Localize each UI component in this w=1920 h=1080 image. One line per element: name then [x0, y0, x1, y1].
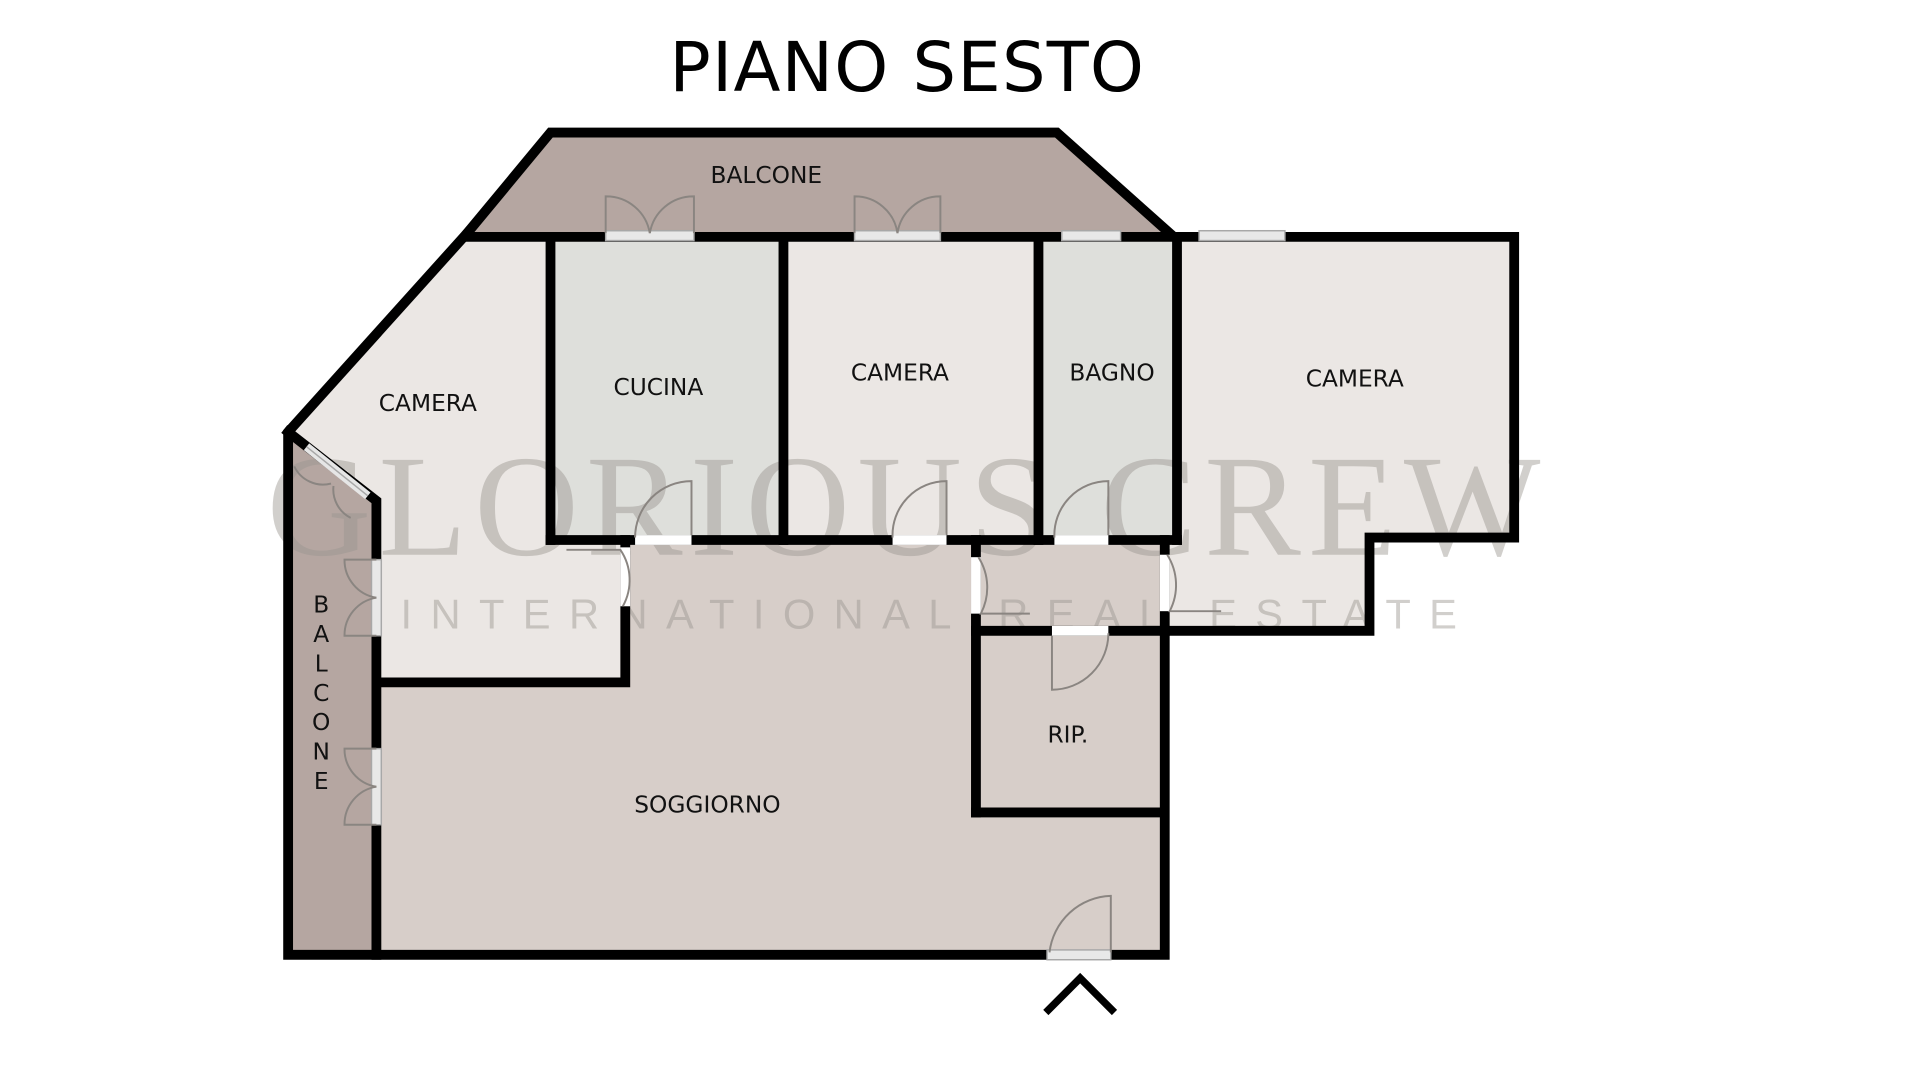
door-bagno — [1053, 480, 1110, 545]
label-soggiorno: SOGGIORNO — [634, 791, 780, 818]
door-camera-left — [566, 547, 631, 607]
window-bagno — [1061, 229, 1122, 242]
label-letter: A — [313, 621, 329, 648]
entrance-door — [1046, 894, 1112, 961]
label-ripostiglio: RIP. — [1047, 721, 1088, 748]
label-letter: N — [313, 739, 330, 766]
watermark-brand: GLORIOUS CREW — [267, 427, 1548, 587]
label-balcone-left: B A L C O N E — [312, 591, 330, 795]
french-door-cucina — [604, 195, 695, 242]
label-camera-left: CAMERA — [379, 390, 477, 417]
window-camera-left-diagonal — [293, 443, 371, 519]
door-hall-left — [971, 556, 1030, 615]
label-camera-center: CAMERA — [851, 359, 949, 386]
room-camera-right — [1164, 236, 1515, 631]
french-door-soggiorno-balcony — [343, 747, 383, 826]
room-camera-center — [783, 236, 1039, 538]
label-letter: B — [313, 591, 329, 618]
door-cucina — [634, 480, 693, 545]
label-letter: O — [312, 709, 330, 736]
room-ripostiglio — [975, 630, 1163, 813]
door-camera-center — [891, 480, 948, 545]
label-letter: E — [314, 768, 329, 795]
label-balcone-top: BALCONE — [710, 162, 822, 189]
door-camera-right — [1159, 554, 1222, 613]
entrance-arrow-icon — [1043, 972, 1118, 1016]
room-soggiorno — [380, 540, 1165, 955]
room-balcone-top — [467, 132, 1170, 234]
room-camera-left — [288, 236, 626, 683]
window-camera-right — [1198, 229, 1286, 242]
label-letter: C — [313, 680, 329, 707]
page-title: PIANO SESTO — [669, 28, 1145, 108]
door-ripostiglio — [1050, 625, 1110, 691]
label-letter: L — [315, 650, 328, 677]
french-door-camera-left-balcony — [343, 558, 383, 637]
label-bagno: BAGNO — [1069, 359, 1154, 386]
label-cucina: CUCINA — [613, 374, 703, 401]
label-camera-right: CAMERA — [1306, 366, 1404, 393]
french-door-camera-center — [853, 195, 942, 242]
